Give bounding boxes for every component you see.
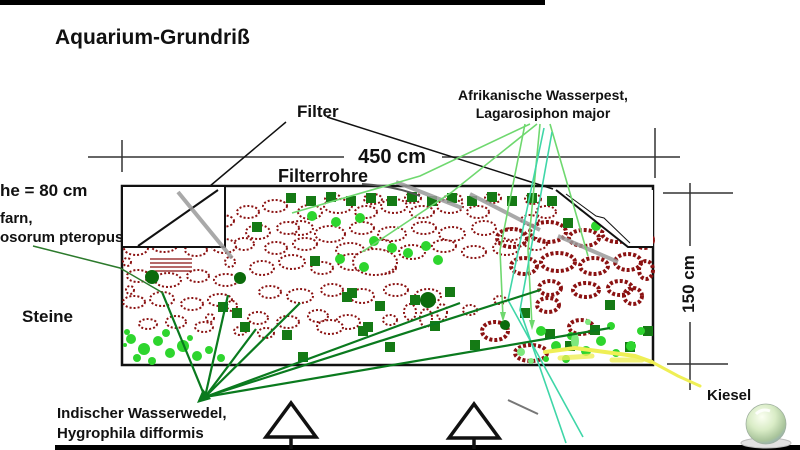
depth-dimension — [663, 183, 733, 390]
wasserpest-leader-lines — [291, 123, 589, 330]
filter-leader-lines — [209, 116, 554, 190]
width-dimension — [88, 128, 680, 178]
kiesel-label: Kiesel — [707, 387, 751, 404]
depth-dimension-label: 150 cm — [679, 255, 698, 313]
filter-label: Filter — [297, 102, 339, 121]
filter-box-left — [121, 185, 226, 248]
steine-label: Steine — [22, 307, 73, 326]
page-title: Aquarium-Grundriß — [55, 26, 250, 49]
width-dimension-label: 450 cm — [358, 146, 426, 168]
inflow-triangle-right — [445, 401, 503, 449]
filter-box-right — [555, 189, 653, 248]
filter-pipes — [176, 180, 619, 415]
stone-hatching — [150, 258, 192, 272]
filterrohre-label: Filterrohre — [278, 166, 368, 186]
javafarn-label-line2: osorum pteropus — [0, 229, 123, 246]
top-letterbox-bar — [0, 0, 545, 5]
inflow-triangle-left — [262, 400, 320, 449]
wasserpest-label-line2: Lagarosiphon major — [476, 105, 611, 121]
microsorum-leader-line — [32, 245, 164, 294]
gravel-marks — [543, 345, 702, 388]
wasserwedel-label-line2: Hygrophila difformis — [57, 425, 204, 442]
wasserwedel-label-line1: Indischer Wasserwedel, — [57, 405, 227, 422]
bottom-letterbox-bar — [55, 445, 800, 450]
javafarn-label-line1: farn, — [0, 210, 33, 227]
wasserwedel-leader-fan — [160, 288, 611, 403]
height-label-cut: he = 80 cm — [0, 181, 87, 200]
wasserpest-label-line1: Afrikanische Wasserpest, — [458, 87, 628, 103]
plant-squares-group — [218, 192, 653, 362]
watermark-logo — [740, 403, 792, 449]
